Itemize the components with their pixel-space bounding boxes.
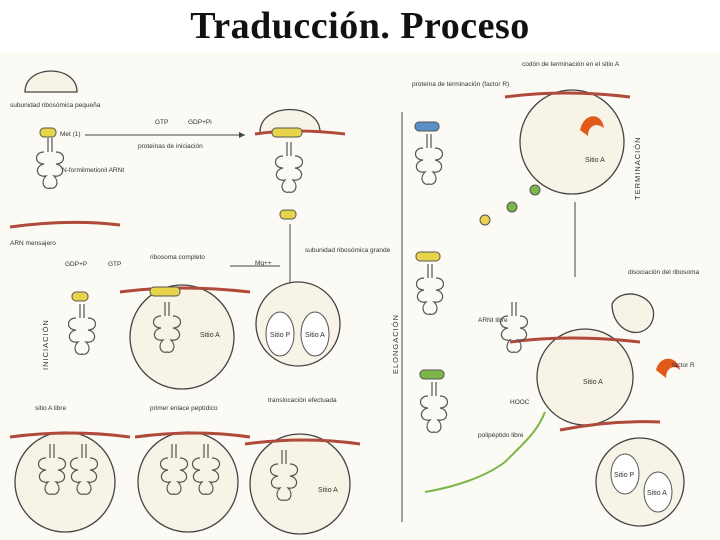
complete-ribosome-group: Sitio A: [119, 284, 251, 390]
label-dissociation: disociación del ribosoma: [628, 269, 700, 276]
initiation-complex-group: [254, 109, 346, 302]
label-site-a-free: sitio A libre: [35, 405, 66, 412]
mrna-strand-9: [559, 420, 661, 432]
termination-group: codón de terminación en el sitio A prote…: [412, 61, 642, 277]
bottom-ribosomes: sitio A libre primer enlace peptídico tr…: [9, 397, 361, 535]
ribosome-bottom-3: [249, 433, 351, 535]
final-site-a: [643, 471, 673, 513]
free-trna: [499, 301, 529, 353]
label-full-ribosome: ribosoma completo: [150, 254, 205, 261]
dissociated-subunit: [611, 293, 655, 334]
met-badge-2: [279, 209, 297, 220]
final-site-p-label: Sitio P: [614, 472, 635, 479]
translation-diagram: subunidad ribosómica pequeña Met (1) N-f…: [0, 52, 720, 540]
label-stop-codon: codón de terminación en el sitio A: [522, 61, 620, 68]
final-site-a-label: Sitio A: [647, 490, 667, 497]
dissociation-group: disociación del ribosoma ARNt libre fact…: [478, 269, 700, 426]
site-a-label-5: Sitio A: [583, 379, 603, 386]
label-gdp-pi: GDP+Pi: [188, 119, 212, 126]
mrna-strand-7: [504, 91, 631, 99]
complete-ribosome-circle: [129, 284, 235, 390]
label-gtp: GTP: [155, 119, 168, 126]
section-initiation: INICIACIÓN: [41, 319, 50, 370]
large-subunit-sites: Sitio P Sitio A: [255, 281, 341, 367]
mrna-strand-1: [9, 220, 121, 229]
site-p-shape: [265, 311, 295, 357]
site-a-label-4: Sitio A: [585, 157, 605, 164]
site-p-label: Sitio P: [270, 332, 291, 339]
label-mg: Mg++: [255, 260, 272, 267]
label-gdp-p: GDP+P: [65, 261, 87, 268]
diagram-canvas: subunidad ribosómica pequeña Met (1) N-f…: [9, 61, 700, 535]
codon-yellow-e: [415, 251, 441, 262]
label-polypeptide: polipéptido libre: [478, 432, 524, 439]
mrna-strand-5: [134, 431, 251, 439]
mrna-strand-8: [509, 336, 641, 344]
trna-left: [67, 303, 97, 355]
amino-3: [529, 184, 541, 196]
label-translocation: translocación efectuada: [268, 397, 337, 404]
termination-ribosome: [519, 89, 625, 195]
amino-2: [506, 201, 518, 213]
codon-3: [149, 286, 181, 297]
label-release-factor: proteína de terminación (factor R): [412, 81, 509, 88]
small-subunit-shape: [24, 70, 78, 93]
trna-e2: [415, 263, 445, 315]
met-badge: [39, 127, 57, 138]
amino-1: [479, 214, 491, 226]
site-a-label: Sitio A: [305, 332, 325, 339]
mrna-strand-6: [244, 438, 361, 446]
site-a-shape: [300, 311, 330, 357]
label-large-subunit: subunidad ribosómica grande: [305, 247, 391, 254]
label-first-peptide: primer enlace peptídico: [150, 405, 218, 412]
section-elongation: ELONGACIÓN: [391, 314, 400, 374]
label-met-1: Met (1): [60, 131, 81, 138]
factor-r-shape: [656, 358, 680, 378]
label-mrna: ARN mensajero: [10, 240, 56, 247]
label-factor-r: factor R: [672, 362, 695, 369]
site-a-label-3: Sitio A: [318, 487, 338, 494]
final-large-subunit: [595, 437, 685, 527]
arrow-head: [239, 132, 245, 138]
initiation-factor-arrow: GTP GDP+Pi proteínas de iniciación: [85, 119, 245, 150]
polypeptide-group: HOOC polipéptido libre Sitio P Sitio A: [424, 399, 685, 527]
mrna-strand-4: [9, 431, 131, 439]
small-subunit-2: [259, 109, 321, 133]
label-gtp-2: GTP: [108, 261, 121, 268]
trna-2: [274, 141, 304, 193]
mrna-strand-3: [119, 286, 251, 294]
final-site-p: [610, 453, 640, 495]
codon-blue-1: [414, 121, 440, 132]
label-n-formil: N-formilmetionil ARNt: [62, 167, 124, 174]
ribosome-bottom-2: [137, 431, 239, 533]
elongation-trnas: [414, 121, 541, 433]
label-hooc: HOOC: [510, 399, 530, 406]
initiation-trna-left: [67, 291, 97, 355]
release-factor-shape: [580, 116, 604, 136]
label-small-subunit: subunidad ribosómica pequeña: [10, 102, 101, 109]
met-badge-3: [71, 291, 89, 302]
label-free-trna: ARNt libre: [478, 317, 508, 324]
trna-e1: [414, 133, 444, 185]
aug-codon: [271, 127, 303, 138]
site-a-label-2: Sitio A: [200, 332, 220, 339]
initiator-trna-shape: [35, 137, 65, 189]
ribosome-bottom-1: [14, 431, 116, 533]
assembly-labels: GDP+P GTP ribosoma completo Mg++ subunid…: [65, 247, 391, 268]
section-termination: TERMINACIÓN: [633, 137, 642, 201]
label-initiation-proteins: proteínas de iniciación: [138, 143, 203, 150]
slide-title: Traducción. Proceso: [190, 5, 530, 47]
codon-green-e: [419, 369, 445, 380]
dissociation-ribosome: [536, 328, 634, 426]
initiation-small-subunit-group: subunidad ribosómica pequeña Met (1) N-f…: [9, 70, 124, 247]
polypeptide-chain: [424, 411, 546, 493]
trna-e3: [419, 381, 449, 433]
